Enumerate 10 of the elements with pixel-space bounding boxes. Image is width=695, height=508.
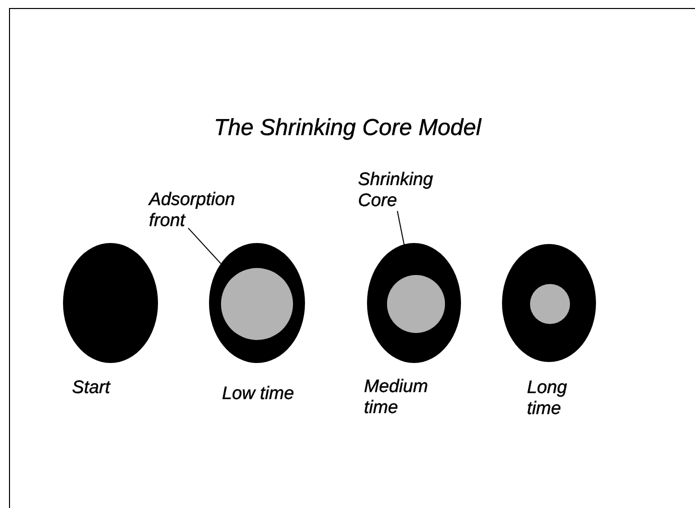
leader-line (188, 228, 222, 264)
stage-caption: Start (72, 377, 112, 398)
leader-label: Adsorption front (149, 189, 236, 231)
stage-caption: Medium time (364, 376, 430, 418)
core-circle (530, 284, 570, 324)
leader-line (396, 210, 412, 276)
leader-label: Shrinking Core (358, 169, 434, 211)
stage-caption: Low time (222, 383, 296, 404)
stage-caption: Long time (527, 377, 568, 419)
diagram-title: The Shrinking Core Model (212, 113, 482, 141)
